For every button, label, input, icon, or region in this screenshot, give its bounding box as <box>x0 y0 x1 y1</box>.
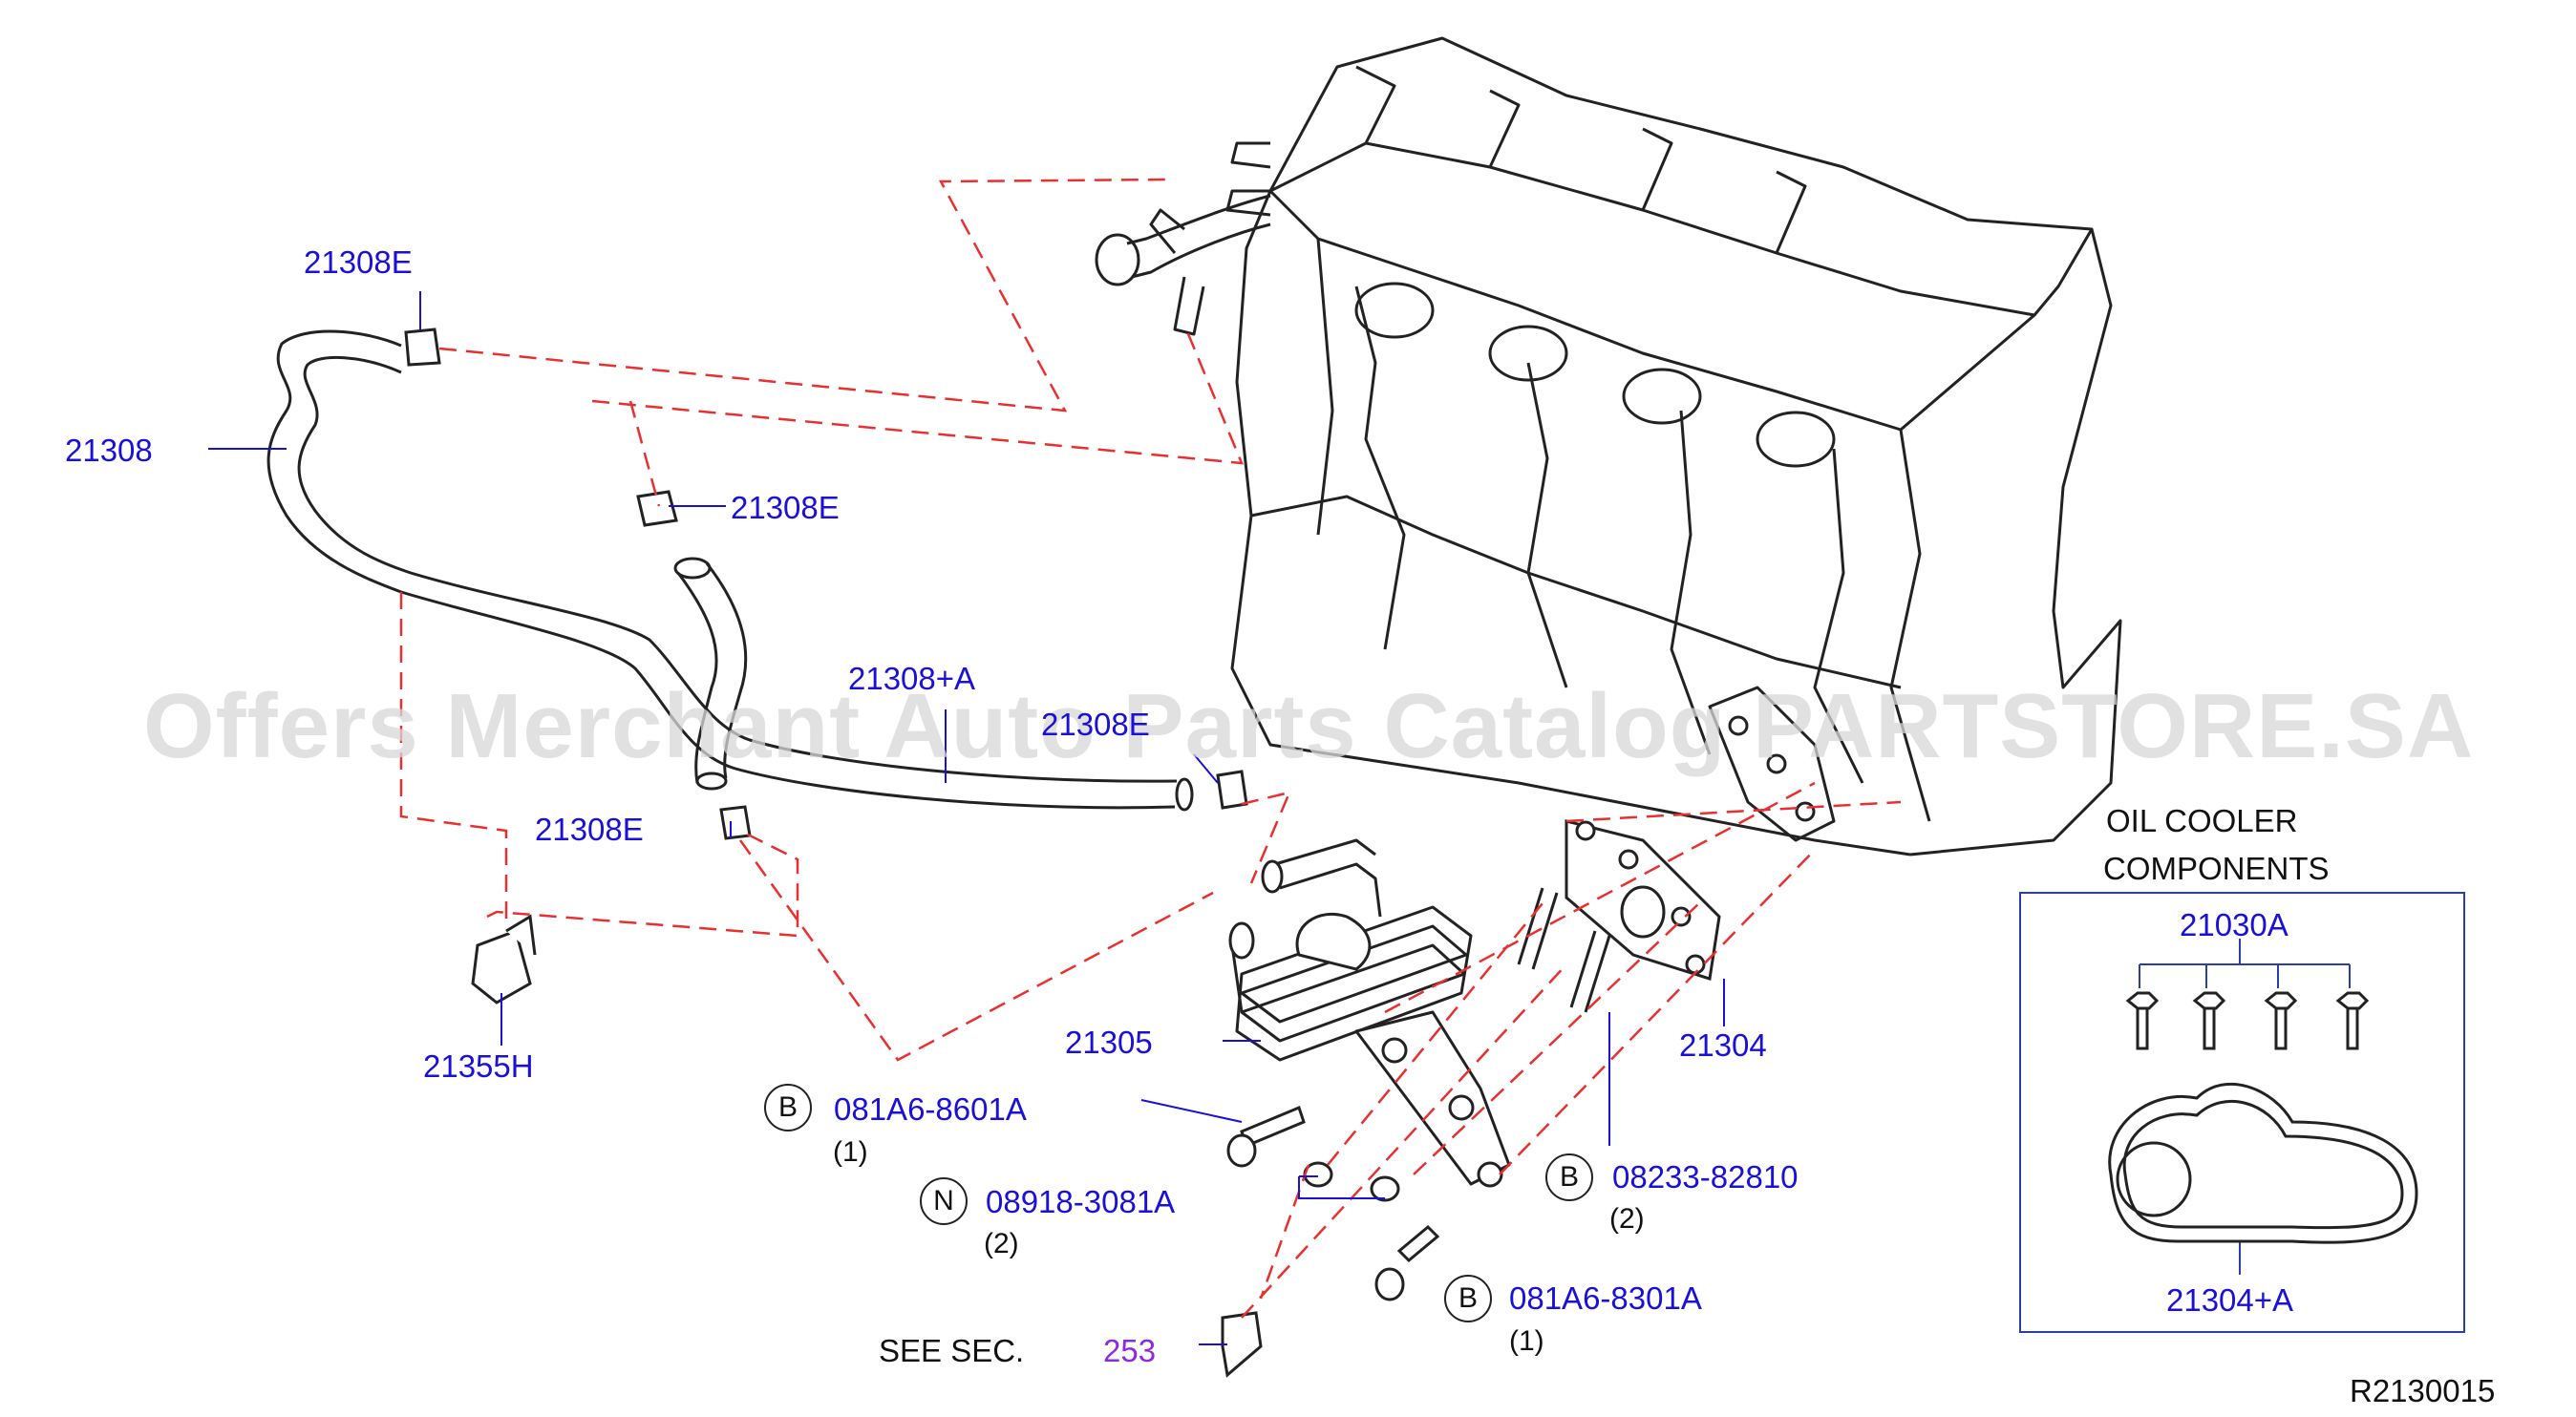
label-inset-gasket[interactable]: 21304+A <box>2166 1282 2294 1318</box>
fastener-symbol-b: B <box>1545 1153 1593 1201</box>
qty-nut-08918-3081a: (2) <box>984 1228 1019 1259</box>
qty-bolt-081a6-8301a: (1) <box>1509 1325 1544 1357</box>
see-section-text: SEE SEC. <box>879 1333 1025 1368</box>
label-hose-clamp-low[interactable]: 21308E <box>535 812 644 847</box>
label-hose-a[interactable]: 21308+A <box>848 661 976 696</box>
inset-title-line2: COMPONENTS <box>2103 851 2330 886</box>
label-gasket[interactable]: 21304 <box>1679 1027 1767 1063</box>
inset-title-line1: OIL COOLER <box>2106 803 2298 838</box>
qty-stud-08233-82810: (2) <box>1609 1203 1645 1235</box>
hose-21308a <box>673 557 748 791</box>
label-clip[interactable]: 21355H <box>423 1048 534 1084</box>
label-hose-clamp-right[interactable]: 21308E <box>1041 707 1150 742</box>
label-oil-cooler[interactable]: 21305 <box>1065 1025 1153 1060</box>
engine-block <box>1095 36 2122 857</box>
clip-21355h <box>471 914 537 1005</box>
dashed-leaders <box>399 178 1902 1319</box>
label-stud-08233-82810[interactable]: 08233-82810 <box>1612 1159 1799 1195</box>
label-bolt-081a6-8301a[interactable]: 081A6-8301A <box>1509 1280 1702 1316</box>
label-hose-clamp-top[interactable]: 21308E <box>304 244 413 280</box>
label-nut-08918-3081a[interactable]: 08918-3081A <box>986 1184 1176 1219</box>
label-hose-clamp-mid[interactable]: 21308E <box>731 490 840 525</box>
studs <box>1517 887 1611 1013</box>
label-hose-main[interactable]: 21308 <box>65 433 153 468</box>
fastener-symbol-b: B <box>1444 1275 1492 1322</box>
label-bolt-081a6-8601a[interactable]: 081A6-8601A <box>834 1091 1027 1127</box>
watermark: Offers Merchant Auto Parts Catalog PARTS… <box>143 675 2475 777</box>
gasket-21304 <box>1565 819 1721 981</box>
inset-gasket <box>2108 1082 2418 1244</box>
qty-bolt-081a6-8601a: (1) <box>833 1136 868 1168</box>
diagram-id: R2130015 <box>2350 1373 2496 1408</box>
inset-bolts <box>2125 991 2370 1050</box>
fastener-symbol-b: B <box>764 1084 812 1131</box>
label-inset-bolt[interactable]: 21030A <box>2180 907 2289 942</box>
oil-cooler-21305 <box>1228 838 1511 1188</box>
see-section-link[interactable]: 253 <box>1103 1333 1157 1368</box>
hose-clamps <box>404 328 1248 840</box>
fastener-symbol-n: N <box>920 1177 968 1225</box>
inset-box <box>2019 892 2465 1333</box>
fasteners-drawing <box>1221 1105 1440 1378</box>
leader-lines <box>208 291 1725 1345</box>
